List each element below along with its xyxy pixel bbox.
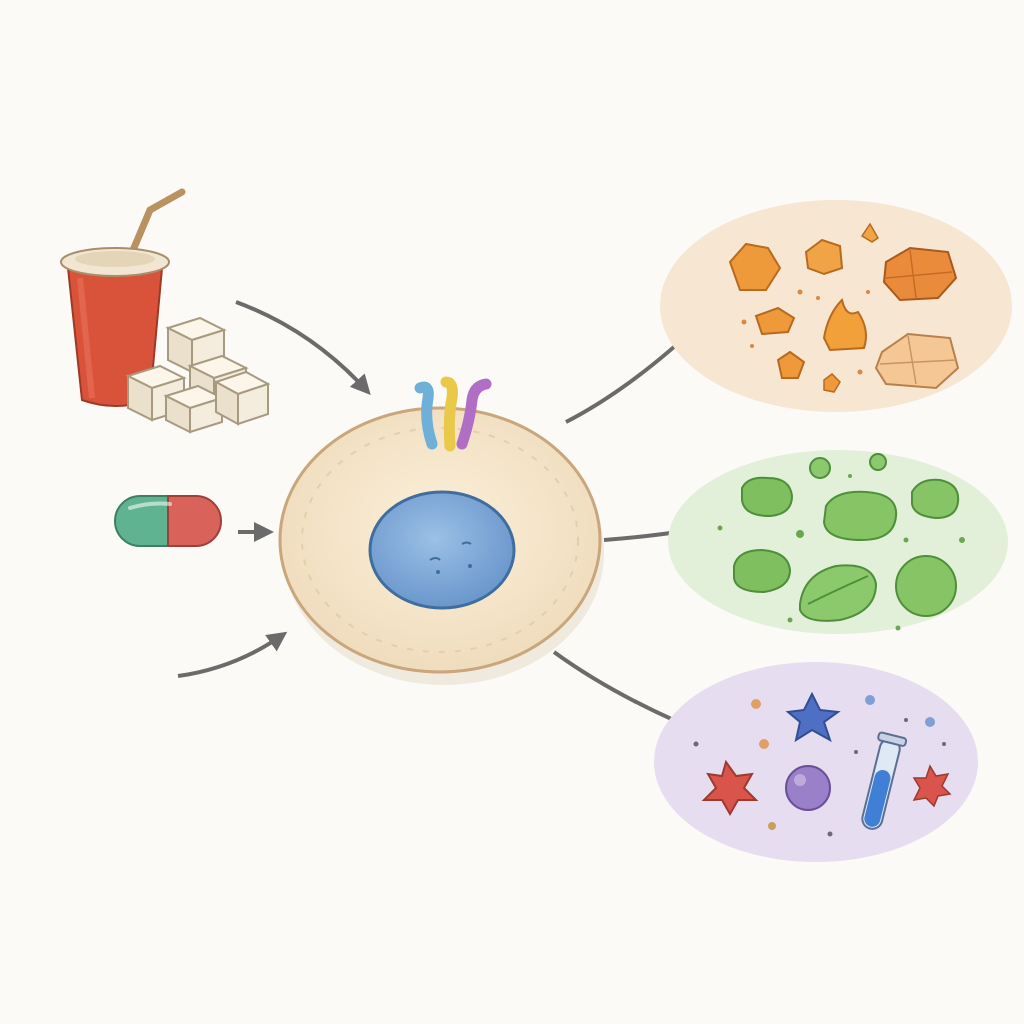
orange-crystals-icon [660, 200, 1012, 412]
soda-cup-icon [60, 188, 186, 407]
arrow-lower-to-cell [177, 631, 288, 678]
receptor-icon [414, 376, 492, 452]
nucleus [368, 490, 516, 610]
capsule-icon [114, 495, 222, 547]
green-blobs-icon [668, 450, 1008, 634]
purple-molecules-icon [654, 662, 978, 862]
arrow-soda-to-cell [235, 300, 371, 395]
cell-icon [278, 406, 604, 685]
sugar-cubes-icon [125, 316, 271, 434]
